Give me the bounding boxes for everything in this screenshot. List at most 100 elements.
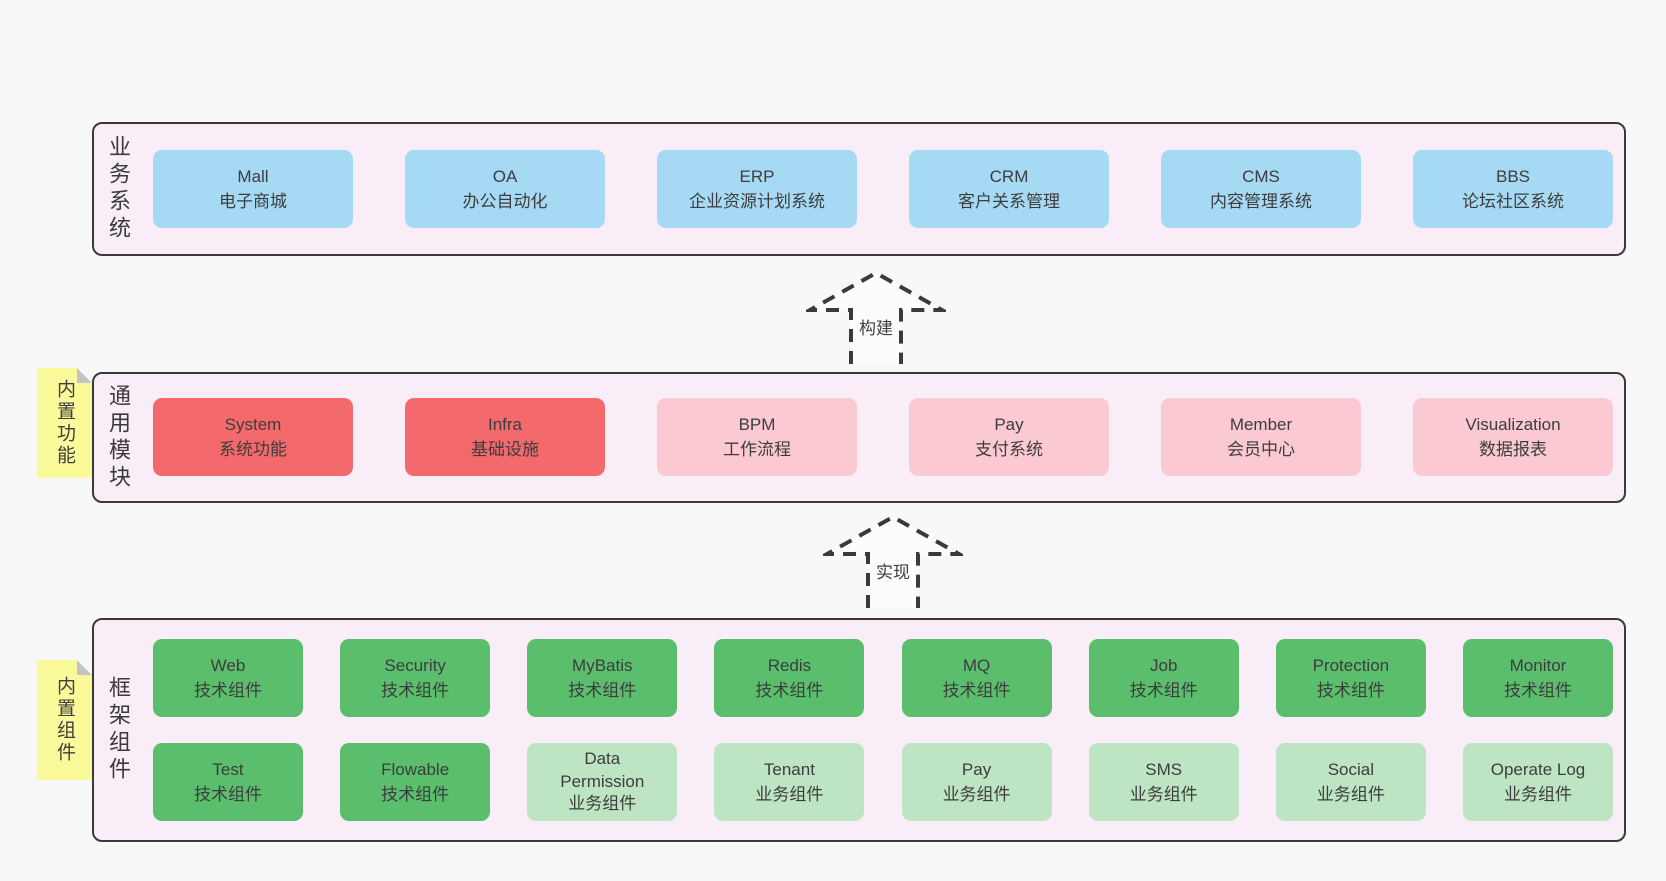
- modules-box-row: System 系统功能 Infra 基础设施 BPM 工作流程 Pay 支付系统…: [153, 398, 1613, 476]
- band-framework-components: 框架组件 Web 技术组件 Security 技术组件 MyBatis 技术组件…: [92, 618, 1626, 842]
- box-job: Job 技术组件: [1088, 639, 1239, 717]
- band-label-business: 业务系统: [106, 135, 131, 243]
- box-subtitle: 论坛社区系统: [1462, 192, 1564, 211]
- box-subtitle: 内容管理系统: [1210, 192, 1312, 211]
- box-subtitle: 技术组件: [194, 785, 262, 804]
- box-crm: CRM 客户关系管理: [909, 150, 1109, 228]
- box-subtitle: 技术组件: [1316, 681, 1385, 700]
- box-subtitle: 业务组件: [755, 785, 824, 804]
- box-title: Social: [1327, 759, 1374, 779]
- box-title: Visualization: [1465, 414, 1561, 434]
- box-bpm: BPM 工作流程: [657, 398, 857, 476]
- box-protection: Protection 技术组件: [1275, 639, 1426, 717]
- sticky-text: 内置组件: [54, 676, 75, 764]
- box-monitor: Monitor 技术组件: [1462, 639, 1613, 717]
- box-system: System 系统功能: [153, 398, 353, 476]
- box-title: CRM: [989, 166, 1029, 186]
- box-subtitle: 业务组件: [568, 794, 637, 814]
- box-title: System: [224, 414, 282, 434]
- box-subtitle: 技术组件: [1503, 681, 1572, 700]
- dashed-up-arrow-implement: 实现: [823, 514, 963, 608]
- box-cms: CMS 内容管理系统: [1161, 150, 1361, 228]
- box-subtitle: 基础设施: [471, 440, 539, 459]
- box-pay-module: Pay 支付系统: [909, 398, 1109, 476]
- box-web: Web 技术组件: [153, 639, 303, 717]
- sticky-note-built-in-features: 内置功能: [37, 368, 92, 478]
- arrow-label-implement: 实现: [873, 558, 913, 583]
- folded-corner-icon: [77, 660, 92, 675]
- box-title: ERP: [739, 166, 775, 186]
- box-subtitle: 支付系统: [975, 440, 1043, 459]
- box-mall: Mall 电子商城: [153, 150, 353, 228]
- box-subtitle: 客户关系管理: [958, 192, 1060, 211]
- box-title: Monitor: [1509, 655, 1567, 675]
- box-infra: Infra 基础设施: [405, 398, 605, 476]
- band-business-systems: 业务系统 Mall 电子商城 OA 办公自动化 ERP 企业资源计划系统 CRM…: [92, 122, 1626, 256]
- box-title: Protection: [1312, 655, 1390, 675]
- box-title: Job: [1149, 655, 1178, 675]
- box-title: CMS: [1242, 166, 1280, 186]
- components-row-2: Test 技术组件 Flowable 技术组件 Data Permission …: [153, 743, 1613, 821]
- box-tenant: Tenant 业务组件: [714, 743, 865, 821]
- box-social: Social 业务组件: [1275, 743, 1426, 821]
- box-subtitle: 工作流程: [723, 440, 791, 459]
- box-subtitle: 技术组件: [1129, 681, 1198, 700]
- box-mybatis: MyBatis 技术组件: [527, 639, 678, 717]
- folded-corner-icon: [77, 368, 92, 383]
- business-box-row: Mall 电子商城 OA 办公自动化 ERP 企业资源计划系统 CRM 客户关系…: [153, 150, 1613, 228]
- box-sms: SMS 业务组件: [1088, 743, 1239, 821]
- box-subtitle: 技术组件: [381, 785, 450, 804]
- box-visualization: Visualization 数据报表: [1413, 398, 1613, 476]
- sticky-note-built-in-components: 内置组件: [37, 660, 92, 780]
- box-subtitle: 业务组件: [1129, 785, 1198, 804]
- box-title: MQ: [962, 655, 991, 675]
- box-pay-component: Pay 业务组件: [901, 743, 1052, 821]
- box-oa: OA 办公自动化: [405, 150, 605, 228]
- box-title: Flowable: [381, 759, 450, 779]
- box-subtitle: 数据报表: [1479, 440, 1547, 459]
- band-common-modules: 通用模块 System 系统功能 Infra 基础设施 BPM 工作流程 Pay…: [92, 372, 1626, 503]
- box-member: Member 会员中心: [1161, 398, 1361, 476]
- sticky-text: 内置功能: [54, 379, 75, 467]
- box-subtitle: 技术组件: [568, 681, 637, 700]
- box-redis: Redis 技术组件: [714, 639, 865, 717]
- box-operate-log: Operate Log 业务组件: [1462, 743, 1613, 821]
- box-title: BBS: [1495, 166, 1531, 186]
- box-title: SMS: [1145, 759, 1183, 779]
- band-label-modules: 通用模块: [106, 383, 131, 492]
- box-title: Pay: [994, 414, 1024, 434]
- box-title: Redis: [767, 655, 812, 675]
- box-title: Operate Log: [1490, 759, 1586, 779]
- box-erp: ERP 企业资源计划系统: [657, 150, 857, 228]
- box-title: Mall: [237, 166, 269, 186]
- box-data-permission: Data Permission 业务组件: [527, 743, 678, 821]
- box-title: Member: [1229, 414, 1293, 434]
- box-subtitle: 企业资源计划系统: [689, 192, 825, 211]
- box-title: Infra: [487, 414, 523, 434]
- box-subtitle: 电子商城: [219, 192, 287, 211]
- box-flowable: Flowable 技术组件: [340, 743, 491, 821]
- box-subtitle: 技术组件: [381, 681, 450, 700]
- box-subtitle: 技术组件: [942, 681, 1011, 700]
- box-subtitle: 技术组件: [755, 681, 824, 700]
- box-subtitle: 系统功能: [219, 440, 287, 459]
- box-subtitle: 会员中心: [1227, 440, 1295, 459]
- box-title: Data Permission: [560, 749, 645, 791]
- components-row-1: Web 技术组件 Security 技术组件 MyBatis 技术组件 Redi…: [153, 639, 1613, 717]
- box-title: BPM: [738, 414, 776, 434]
- arrow-label-build: 构建: [856, 314, 896, 339]
- box-title: Tenant: [763, 759, 815, 779]
- box-subtitle: 办公自动化: [462, 192, 548, 211]
- box-subtitle: 业务组件: [942, 785, 1011, 804]
- box-subtitle: 业务组件: [1316, 785, 1385, 804]
- box-subtitle: 技术组件: [194, 681, 262, 700]
- box-subtitle: 业务组件: [1503, 785, 1572, 804]
- box-title: Web: [210, 655, 246, 675]
- box-bbs: BBS 论坛社区系统: [1413, 150, 1613, 228]
- box-mq: MQ 技术组件: [901, 639, 1052, 717]
- box-title: Pay: [961, 759, 992, 779]
- box-title: Security: [384, 655, 446, 675]
- box-test: Test 技术组件: [153, 743, 303, 821]
- band-label-components: 框架组件: [106, 676, 131, 784]
